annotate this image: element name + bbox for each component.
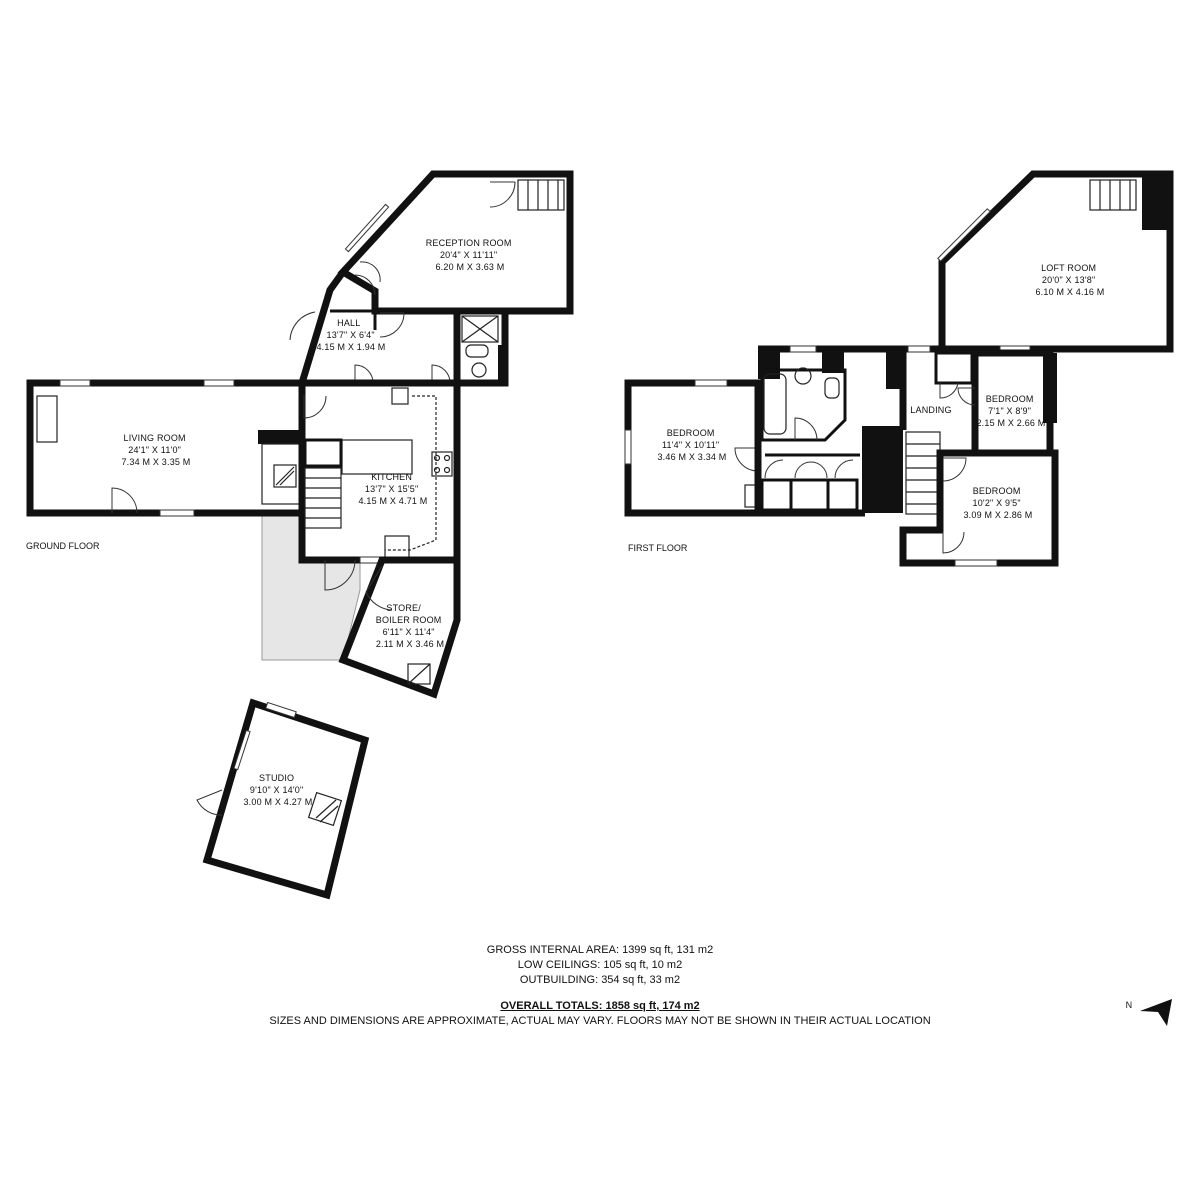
overall-totals: OVERALL TOTALS: 1858 sq ft, 174 m2 (500, 1000, 700, 1012)
area-totals: GROSS INTERNAL AREA: 1399 sq ft, 131 m2 … (0, 943, 1200, 1029)
bedroom-2-label: BEDROOM 7'1" X 8'9" 2.15 M X 2.66 M (976, 394, 1045, 428)
reception-room-label: RECEPTION ROOM 20'4" X 11'11" 6.20 M X 3… (426, 238, 515, 272)
reception-door (489, 181, 516, 208)
store-boiler-room-label: STORE/ BOILER ROOM 6'11" X 11'4" 2.11 M … (376, 603, 444, 649)
hall-walls (297, 269, 461, 387)
loft-stairs (1089, 179, 1137, 211)
bath-icon (763, 373, 787, 435)
stove-icon (273, 464, 297, 488)
bedroom-3-door (942, 457, 967, 482)
kitchen-label: KITCHEN 13'7" X 15'5" 4.15 M X 4.71 M (358, 472, 427, 506)
boiler-icon (407, 663, 431, 685)
bathroom-basin-icon (794, 367, 812, 385)
bedroom-3-walls (899, 449, 1059, 567)
hall-label: HALL 13'7" X 6'4" 4.15 M X 1.94 M (316, 318, 385, 352)
sofa-icon (36, 395, 58, 443)
chimney-breast (258, 430, 302, 444)
north-arrow-icon: N (1126, 999, 1172, 1026)
low-ceilings-area: LOW CEILINGS: 105 sq ft, 10 m2 (517, 959, 683, 971)
studio-door (196, 789, 223, 816)
gross-internal-area: GROSS INTERNAL AREA: 1399 sq ft, 131 m2 (486, 944, 714, 956)
toilet-icon (465, 344, 489, 358)
hall-front-door (289, 311, 316, 341)
studio-walls (202, 698, 370, 900)
shower-tray (461, 315, 499, 343)
studio-stove-icon (307, 791, 343, 827)
bedroom-1-door (734, 447, 759, 472)
reception-stairs (517, 179, 565, 211)
landing-label: LANDING (910, 405, 951, 415)
ground-floor-plan: RECEPTION ROOM 20'4" X 11'11" 6.20 M X 3… (26, 170, 574, 900)
living-room-label: LIVING ROOM 24'1" X 11'0" 7.34 M X 3.35 … (121, 433, 190, 467)
kitchen-island (341, 439, 413, 475)
wardrobes (760, 478, 859, 512)
svg-text:N: N (1126, 1000, 1133, 1010)
studio-label: STUDIO 9'10" X 14'0" 3.00 M X 4.27 M (243, 773, 312, 807)
kitchen-sink (391, 387, 409, 405)
ground-floor-label: GROUND FLOOR (26, 541, 100, 551)
basin-icon (471, 362, 487, 378)
bathroom-toilet-icon (824, 377, 840, 399)
loft-room-label: LOFT ROOM 20'0" X 13'8" 6.10 M X 4.16 M (1035, 263, 1104, 297)
cooker-icon (431, 451, 453, 477)
outbuilding-area: OUTBUILDING: 354 sq ft, 33 m2 (519, 974, 681, 986)
disclaimer: SIZES AND DIMENSIONS ARE APPROXIMATE, AC… (269, 1015, 931, 1027)
first-floor-label: FIRST FLOOR (628, 543, 688, 553)
patio-area (261, 512, 361, 661)
store-boiler-room-walls (338, 556, 461, 699)
bedroom-1-label: BEDROOM 11'4" X 10'11" 3.46 M X 3.34 M (657, 428, 726, 462)
bedroom-3-label: BEDROOM 10'2" X 9'5" 3.09 M X 2.86 M (963, 486, 1032, 520)
bathroom-walls (760, 368, 847, 442)
stair-void (862, 426, 903, 513)
first-floor-plan: LOFT ROOM 20'0" X 13'8" 6.10 M X 4.16 M … (624, 170, 1174, 567)
living-room-door (111, 487, 138, 514)
bedroom-2-door (957, 387, 976, 406)
